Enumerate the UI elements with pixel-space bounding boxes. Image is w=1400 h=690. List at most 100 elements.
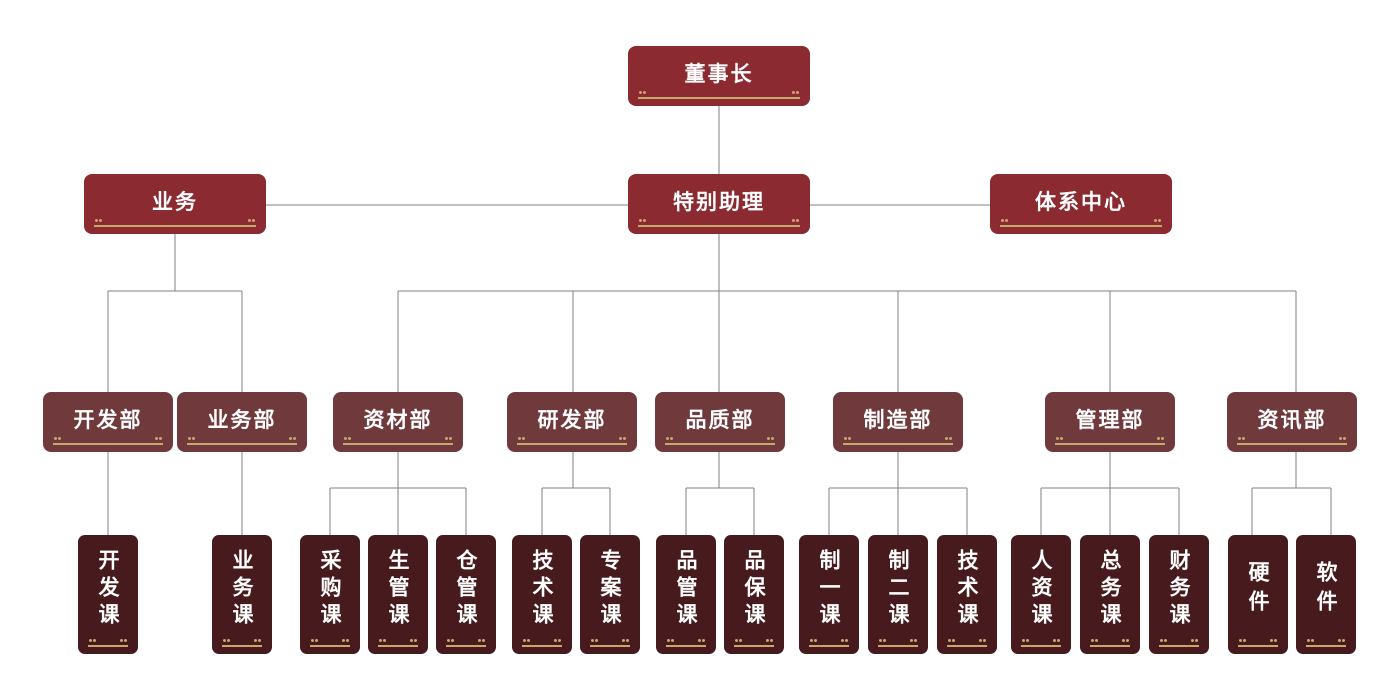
- gold-dots-decoration: [1307, 639, 1314, 642]
- gold-underline-decoration: [343, 443, 453, 445]
- gold-dots-decoration: [554, 639, 561, 642]
- node-section-warehouse: 仓管课: [436, 535, 496, 654]
- node-label: 制一课: [817, 549, 841, 630]
- gold-underline-decoration: [809, 645, 849, 647]
- node-label: 仓管课: [454, 549, 478, 630]
- node-label: 制二课: [886, 549, 910, 630]
- node-label: 董事长: [684, 62, 754, 86]
- gold-dots-decoration: [89, 639, 96, 642]
- node-business: 业务: [84, 174, 266, 234]
- node-section-human-resources: 人资课: [1011, 535, 1071, 654]
- node-dept-materials: 资材部: [333, 392, 463, 452]
- gold-underline-decoration: [947, 645, 987, 647]
- gold-underline-decoration: [590, 645, 630, 647]
- node-dept-quality: 品质部: [655, 392, 785, 452]
- gold-dots-decoration: [945, 437, 952, 440]
- gold-dots-decoration: [591, 639, 598, 642]
- node-label: 业务课: [230, 549, 254, 630]
- gold-dots-decoration: [342, 639, 349, 642]
- gold-dots-decoration: [254, 639, 261, 642]
- gold-underline-decoration: [1055, 443, 1165, 445]
- gold-dots-decoration: [622, 639, 629, 642]
- node-section-manufacturing-one: 制一课: [799, 535, 859, 654]
- node-section-quality-control: 品管课: [656, 535, 716, 654]
- gold-dots-decoration: [841, 639, 848, 642]
- node-label: 研发部: [537, 408, 607, 432]
- gold-underline-decoration: [94, 225, 256, 227]
- gold-underline-decoration: [222, 645, 262, 647]
- gold-dots-decoration: [1239, 639, 1246, 642]
- node-section-quality-assurance: 品保课: [724, 535, 784, 654]
- node-label: 资讯部: [1257, 408, 1327, 432]
- gold-dots-decoration: [410, 639, 417, 642]
- gold-dots-decoration: [445, 437, 452, 440]
- gold-underline-decoration: [1090, 645, 1130, 647]
- node-section-software: 软件: [1296, 535, 1356, 654]
- node-dept-rnd: 研发部: [507, 392, 637, 452]
- gold-dots-decoration: [289, 437, 296, 440]
- gold-underline-decoration: [638, 225, 800, 227]
- gold-dots-decoration: [766, 639, 773, 642]
- node-section-manufacturing-tech: 技术课: [937, 535, 997, 654]
- gold-dots-decoration: [1001, 219, 1008, 222]
- gold-underline-decoration: [638, 97, 800, 99]
- node-section-hardware: 硬件: [1228, 535, 1288, 654]
- node-label: 资材部: [363, 408, 433, 432]
- gold-dots-decoration: [1270, 639, 1277, 642]
- gold-dots-decoration: [1157, 437, 1164, 440]
- node-label: 硬件: [1246, 560, 1270, 619]
- gold-dots-decoration: [792, 91, 799, 94]
- gold-underline-decoration: [1159, 645, 1199, 647]
- gold-underline-decoration: [53, 443, 163, 445]
- gold-dots-decoration: [1191, 639, 1198, 642]
- node-label: 专案课: [598, 549, 622, 630]
- gold-dots-decoration: [344, 437, 351, 440]
- node-section-sales: 业务课: [212, 535, 272, 654]
- gold-underline-decoration: [665, 443, 775, 445]
- node-dept-manufacturing: 制造部: [833, 392, 963, 452]
- gold-dots-decoration: [735, 639, 742, 642]
- gold-dots-decoration: [1339, 437, 1346, 440]
- gold-underline-decoration: [446, 645, 486, 647]
- gold-dots-decoration: [518, 437, 525, 440]
- gold-dots-decoration: [1022, 639, 1029, 642]
- gold-dots-decoration: [767, 437, 774, 440]
- node-label: 软件: [1314, 560, 1338, 619]
- gold-underline-decoration: [734, 645, 774, 647]
- node-section-technology: 技术课: [512, 535, 572, 654]
- gold-underline-decoration: [522, 645, 562, 647]
- node-label: 业务部: [207, 408, 277, 432]
- gold-underline-decoration: [666, 645, 706, 647]
- node-label: 采购课: [318, 549, 342, 630]
- gold-dots-decoration: [523, 639, 530, 642]
- node-label: 总务课: [1098, 549, 1122, 630]
- node-label: 生管课: [386, 549, 410, 630]
- node-section-finance: 财务课: [1149, 535, 1209, 654]
- gold-dots-decoration: [155, 437, 162, 440]
- gold-underline-decoration: [1021, 645, 1061, 647]
- gold-dots-decoration: [639, 219, 646, 222]
- gold-underline-decoration: [1238, 645, 1278, 647]
- gold-dots-decoration: [188, 437, 195, 440]
- gold-dots-decoration: [223, 639, 230, 642]
- node-special-assistant: 特别助理: [628, 174, 810, 234]
- node-section-production-control: 生管课: [368, 535, 428, 654]
- gold-dots-decoration: [1154, 219, 1161, 222]
- gold-dots-decoration: [1160, 639, 1167, 642]
- node-dept-development: 开发部: [43, 392, 173, 452]
- gold-dots-decoration: [667, 639, 674, 642]
- gold-underline-decoration: [187, 443, 297, 445]
- node-dept-management: 管理部: [1045, 392, 1175, 452]
- gold-dots-decoration: [1238, 437, 1245, 440]
- node-section-project: 专案课: [580, 535, 640, 654]
- node-label: 品管课: [674, 549, 698, 630]
- gold-dots-decoration: [698, 639, 705, 642]
- gold-dots-decoration: [910, 639, 917, 642]
- gold-dots-decoration: [95, 219, 102, 222]
- gold-dots-decoration: [792, 219, 799, 222]
- gold-dots-decoration: [1056, 437, 1063, 440]
- node-label: 品质部: [685, 408, 755, 432]
- node-label: 品保课: [742, 549, 766, 630]
- gold-underline-decoration: [1306, 645, 1346, 647]
